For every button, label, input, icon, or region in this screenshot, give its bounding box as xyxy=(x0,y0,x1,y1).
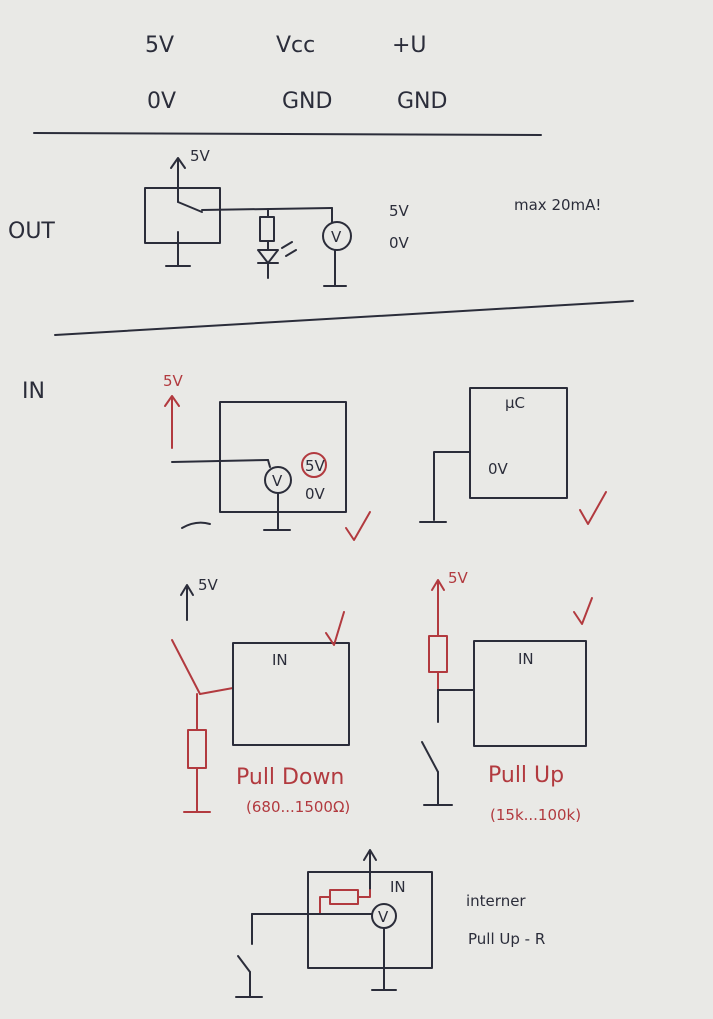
in-section: IN 5V V 5V 0V μC 0V 5V IN xyxy=(22,372,607,998)
out-switch-blade-icon xyxy=(177,201,203,213)
internal-box-label: IN xyxy=(390,878,406,896)
internal-supply-arrow-icon xyxy=(363,849,377,861)
out-state-low: 0V xyxy=(389,234,410,252)
pulldown-input-box xyxy=(232,642,350,746)
header-0v: 0V xyxy=(147,89,176,114)
in-stray-stroke xyxy=(181,521,211,529)
out-label: OUT xyxy=(8,219,55,244)
pullup-supply-label: 5V xyxy=(448,569,469,587)
pullup-check-icon xyxy=(573,597,593,625)
in-controller-box xyxy=(219,401,347,513)
out-section: OUT 5V V 5V 0V max 20mA! xyxy=(8,147,601,287)
internal-note-line1: interner xyxy=(466,892,526,910)
out-supply-label: 5V xyxy=(190,147,211,165)
pullup-supply-arrow-icon xyxy=(431,579,445,591)
header-gnd-1: GND xyxy=(282,89,332,114)
out-voltmeter-icon xyxy=(322,221,352,251)
in-mcu-box xyxy=(469,387,568,499)
pulldown-box-label: IN xyxy=(272,651,288,669)
pulldown-supply-label: 5V xyxy=(198,576,219,594)
in-circled-value-marker xyxy=(301,452,327,478)
pullup-title: Pull Up xyxy=(488,763,564,788)
pulldown-input-wire xyxy=(199,687,234,695)
pulldown-supply-arrow-icon xyxy=(180,584,194,596)
in-mcu-label: μC xyxy=(505,394,525,412)
in-low-value: 0V xyxy=(305,485,326,503)
internal-resistor-right-lead xyxy=(357,889,371,898)
internal-voltmeter-label: V xyxy=(378,908,389,926)
divider-top xyxy=(33,132,542,136)
divider-middle xyxy=(54,300,634,336)
pullup-switch-icon xyxy=(421,741,439,773)
in-supply-label: 5V xyxy=(163,372,184,390)
header-vcc: Vcc xyxy=(276,33,315,58)
pulldown-switch-icon xyxy=(171,639,201,695)
header-table: 5V Vcc +U 0V GND GND xyxy=(145,33,447,114)
out-voltmeter-label: V xyxy=(331,228,342,246)
internal-switch-icon xyxy=(237,955,251,973)
out-controller-box xyxy=(144,187,221,244)
out-warning-text: max 20mA! xyxy=(514,196,601,214)
header-plus-u: +U xyxy=(392,33,427,58)
in-supply-arrow-icon xyxy=(164,395,180,407)
in-meter-lead xyxy=(267,459,271,468)
pullup-box-label: IN xyxy=(518,650,534,668)
in-label: IN xyxy=(22,379,45,404)
internal-resistor-left-lead xyxy=(319,896,331,915)
pullup-range: (15k...100k) xyxy=(490,806,581,824)
pullup-input-box xyxy=(473,640,587,747)
pulldown-check-icon xyxy=(325,611,345,646)
in-circled-value: 5V xyxy=(305,457,326,475)
out-led-light-icon xyxy=(281,241,297,257)
internal-note-line2: Pull Up - R xyxy=(468,930,545,948)
out-supply-arrow-icon xyxy=(170,157,186,169)
pulldown-title: Pull Down xyxy=(236,765,344,790)
in-check-1-icon xyxy=(345,511,371,541)
out-state-high: 5V xyxy=(389,202,410,220)
in-mcu-value: 0V xyxy=(488,460,509,478)
in-voltmeter-label: V xyxy=(272,472,283,490)
header-gnd-2: GND xyxy=(397,89,447,114)
pulldown-range: (680...1500Ω) xyxy=(246,798,350,816)
in-check-2-icon xyxy=(579,491,607,525)
header-5v: 5V xyxy=(145,33,174,58)
in-mcu-pin-wire xyxy=(433,451,471,521)
